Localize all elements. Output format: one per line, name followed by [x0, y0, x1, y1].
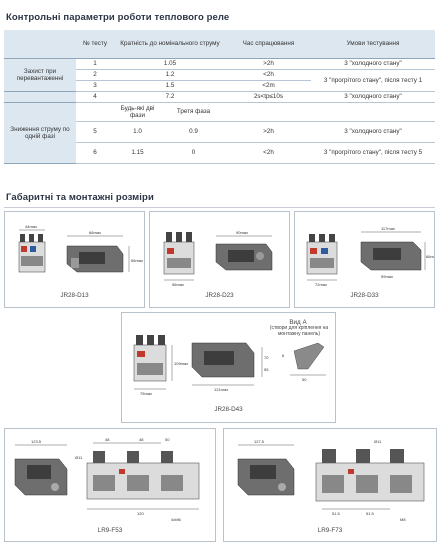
- caption-jr28-d23: JR28-D23: [205, 292, 234, 299]
- f73-dim-length: 127.5: [254, 439, 265, 444]
- diagram-panel-jr28-d33: 72max 117max 66max 59max JR28-D33: [294, 211, 438, 308]
- row-6-num: 6: [76, 142, 114, 164]
- d33-dim-width: 72max: [315, 282, 327, 287]
- d33-dim-height: 66max: [426, 254, 434, 259]
- row-2-time: <2h: [226, 69, 311, 81]
- jr28-d13-drawing: 44max 66max 66max: [18, 224, 143, 273]
- d13-dim-width: 44max: [25, 224, 37, 229]
- params-section-title: Контрольні параметри роботи теплового ре…: [6, 12, 230, 23]
- row-3-num: 3: [76, 80, 114, 92]
- d33-dim-mount: 59max: [381, 274, 393, 279]
- caption-jr28-d13: JR28-D13: [60, 292, 89, 299]
- diagram-panel-jr28-d43: 75max 109max 121max 70 55 50 6 Вид А (ст…: [121, 312, 336, 423]
- group-overload: Захист при перевантаженні: [4, 58, 76, 92]
- f53-dim-pitch-2: 48: [139, 437, 144, 442]
- lr9-f73-drawing: 127.5 Ø11 51.5 51.5 M8: [237, 439, 425, 522]
- row-2-num: 2: [76, 69, 114, 81]
- diagram-panel-lr9-f53: 123.5 48 48 50 120 4xM6 Ø11 LR9-F53: [4, 428, 216, 542]
- row-5-time: >2h: [226, 121, 311, 143]
- view-a-note: (створи для кріплення на монтажну панель…: [269, 325, 329, 337]
- diagram-panel-lr9-f73: 127.5 Ø11 51.5 51.5 M8 LR9-F73: [223, 428, 437, 542]
- d23-dim-width: 56max: [172, 282, 184, 287]
- row-6-ratio-a: 1.15: [114, 142, 161, 164]
- diagram-panel-jr28-d23: 56max 90max JR28-D23: [149, 211, 290, 308]
- f53-dim-hole: Ø11: [75, 455, 83, 460]
- d43-dim-55: 55: [264, 367, 269, 372]
- d43-dim-6: 6: [282, 353, 285, 358]
- d23-dim-depth: 90max: [236, 230, 248, 235]
- jr28-d23-drawing: 56max 90max: [163, 230, 273, 287]
- group-blank: [4, 91, 76, 103]
- caption-lr9-f53: LR9-F53: [97, 527, 123, 534]
- lr9-f53-drawing: 123.5 48 48 50 120 4xM6 Ø11: [14, 437, 200, 522]
- d43-dim-70: 70: [264, 355, 269, 360]
- row-4-num: 4: [76, 91, 114, 103]
- f53-dim-pitch-1: 48: [105, 437, 110, 442]
- f73-dim-screw: M8: [400, 517, 406, 522]
- d33-dim-depth: 117max: [381, 226, 395, 231]
- jr28-d43-drawing: 75max 109max 121max 70 55 50 6: [133, 335, 326, 396]
- caption-jr28-d33: JR28-D33: [350, 292, 379, 299]
- row-6-time: <2h: [226, 142, 311, 164]
- group-phase-loss: Зниження струму по одній фазі: [4, 102, 76, 164]
- row-5-ratio-a: 1.0: [114, 121, 161, 143]
- f73-dim-pitch-1: 51.5: [332, 511, 341, 516]
- row-1-ratio: 1.05: [114, 58, 226, 70]
- header-current-ratio: Кратність до номінального струму: [114, 30, 226, 59]
- f73-dim-pitch-2: 51.5: [366, 511, 375, 516]
- row-5-ratio-b: 0.9: [161, 121, 226, 143]
- subheader-third: Третя фаза: [161, 102, 226, 122]
- subheader-blank: [76, 102, 114, 122]
- row-3-time: <2m: [226, 80, 311, 92]
- header-trip-time: Час спрацювання: [226, 30, 311, 59]
- f53-dim-length: 123.5: [31, 439, 42, 444]
- row-5-num: 5: [76, 121, 114, 143]
- row-1-time: >2h: [226, 58, 311, 70]
- row-1-cond: 3 "холодного стану": [311, 58, 435, 70]
- header-test-conditions: Умови тестування: [311, 30, 435, 59]
- view-a-label: Вид А: [289, 319, 307, 326]
- f53-dim-50: 50: [165, 437, 170, 442]
- caption-lr9-f73: LR9-F73: [317, 527, 343, 534]
- header-test-number: № тесту: [76, 30, 114, 59]
- subheader-any-two: Будь-які дві фази: [114, 102, 161, 122]
- row-4-cond: 3 "холодного стану": [311, 91, 435, 103]
- f53-dim-120: 120: [137, 511, 144, 516]
- header-blank: [4, 30, 76, 59]
- row-6-ratio-b: 0: [161, 142, 226, 164]
- row-5-cond: 3 "холодного стану": [311, 121, 435, 143]
- test-params-table: № тесту Кратність до номінального струму…: [4, 30, 435, 164]
- diagram-panel-jr28-d13: 44max 66max 66max JR28-D13: [4, 211, 145, 308]
- d43-dim-height: 109max: [174, 361, 188, 366]
- caption-jr28-d43: JR28-D43: [214, 406, 243, 413]
- f73-dim-hole: Ø11: [374, 439, 382, 444]
- d43-dim-width: 75max: [140, 391, 152, 396]
- d13-dim-height: 66max: [131, 258, 143, 263]
- row-6-cond: 3 "прогрітого стану", після тесту 5: [311, 142, 435, 164]
- d13-dim-depth: 66max: [89, 230, 101, 235]
- f53-dim-screw: 4xM6: [171, 517, 182, 522]
- row-3-ratio: 1.5: [114, 80, 226, 92]
- row-4-time: 2s<tp≤10s: [226, 91, 311, 103]
- row-1-num: 1: [76, 58, 114, 70]
- dimensions-section-title: Габаритні та монтажні розміри: [6, 192, 154, 203]
- section-divider: [4, 207, 435, 208]
- row-2-cond: 3 "прогрітого стану", після тесту 1: [311, 69, 435, 92]
- d43-dim-depth: 121max: [214, 387, 228, 392]
- row-4-ratio: 7.2: [114, 91, 226, 103]
- jr28-d33-drawing: 72max 117max 66max 59max: [306, 226, 438, 287]
- d43-dim-50: 50: [302, 377, 307, 382]
- row-2-ratio: 1.2: [114, 69, 226, 81]
